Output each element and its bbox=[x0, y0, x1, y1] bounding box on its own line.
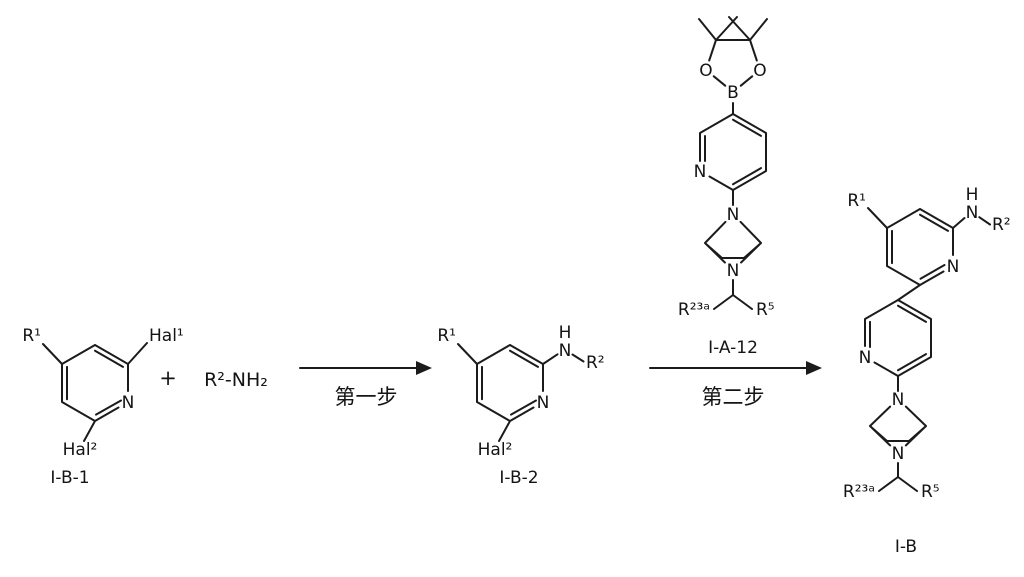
intermediate-ring-n-label: N bbox=[537, 393, 550, 413]
boronate-r5-label: R⁵ bbox=[756, 300, 775, 320]
amine-reagent-formula: R²-NH₂ bbox=[204, 369, 268, 391]
plus-sign: + bbox=[159, 366, 177, 390]
product-bicycle-n-bottom-label: N bbox=[892, 444, 905, 464]
product-top-ring-bonds bbox=[867, 207, 991, 301]
boronate-b-label: B bbox=[727, 83, 739, 103]
product-bottom-ring-double-bonds bbox=[869, 304, 927, 372]
boronate-pyridine-bonds bbox=[699, 113, 767, 191]
structure-boronate-ia12: O O B N N N R²³ᵃ R⁵ I-A-12 bbox=[678, 16, 775, 358]
product-name: I-B bbox=[895, 537, 917, 557]
step1-arrow: 第一步 bbox=[299, 361, 432, 409]
product-r1-label: R¹ bbox=[847, 191, 866, 211]
reactant-hal1-label: Hal¹ bbox=[149, 326, 184, 346]
product-bicycle-bonds bbox=[869, 405, 927, 492]
intermediate-name: I-B-2 bbox=[499, 468, 538, 488]
product-bottom-ring-bonds bbox=[864, 299, 932, 392]
reactant-ring-n-label: N bbox=[122, 393, 135, 413]
intermediate-hal2-label: Hal² bbox=[478, 440, 513, 460]
product-r23a-label: R²³ᵃ bbox=[843, 482, 875, 502]
step2-arrow-head bbox=[806, 361, 822, 375]
intermediate-ring-bonds bbox=[457, 343, 585, 442]
product-r5-label: R⁵ bbox=[921, 482, 940, 502]
intermediate-nh-h-label: H bbox=[559, 323, 572, 343]
reactant-r1-label: R¹ bbox=[22, 326, 41, 346]
boronate-o-right-label: O bbox=[753, 61, 766, 81]
structure-product-ib: R¹ H N R² N N N N R²³ᵃ R⁵ I-B bbox=[843, 185, 1011, 557]
step2-arrow: 第二步 bbox=[649, 361, 822, 409]
structure-reactant-ib1: Hal¹ R¹ N Hal² I-B-1 bbox=[22, 326, 183, 488]
boronate-pyridine-double-bonds bbox=[704, 118, 762, 186]
product-bicycle-n-top-label: N bbox=[892, 390, 905, 410]
product-amine-n-label: N bbox=[966, 203, 979, 223]
step2-label: 第二步 bbox=[702, 385, 765, 409]
product-top-ring-double-bonds bbox=[891, 213, 949, 280]
boronate-name: I-A-12 bbox=[708, 338, 758, 358]
reactant-name: I-B-1 bbox=[50, 468, 89, 488]
boronate-bicycle-n-bottom-label: N bbox=[727, 261, 740, 281]
boronate-o-left-label: O bbox=[699, 61, 712, 81]
pinacol-bonds bbox=[698, 16, 768, 115]
product-ring1-n-label: N bbox=[947, 257, 960, 277]
boronate-bicycle-bonds bbox=[704, 189, 762, 310]
product-nh-h-label: H bbox=[966, 185, 979, 205]
intermediate-r2-label: R² bbox=[586, 353, 605, 373]
product-ring2-n-label: N bbox=[859, 348, 872, 368]
reactant-hal2-label: Hal² bbox=[63, 440, 98, 460]
boronate-r23a-label: R²³ᵃ bbox=[678, 300, 710, 320]
step1-label: 第一步 bbox=[335, 385, 398, 409]
structure-intermediate-ib2: R¹ H N R² N Hal² I-B-2 bbox=[437, 323, 604, 488]
reactant-ring-bonds bbox=[42, 342, 148, 442]
intermediate-amine-n-label: N bbox=[559, 341, 572, 361]
product-r2-label: R² bbox=[992, 215, 1011, 235]
intermediate-double-bonds bbox=[481, 349, 539, 416]
boronate-ring-n-label: N bbox=[694, 162, 707, 182]
intermediate-r1-label: R¹ bbox=[437, 326, 456, 346]
step1-arrow-head bbox=[416, 361, 432, 375]
boronate-bicycle-n-top-label: N bbox=[727, 205, 740, 225]
reactant-double-bonds bbox=[66, 349, 124, 416]
